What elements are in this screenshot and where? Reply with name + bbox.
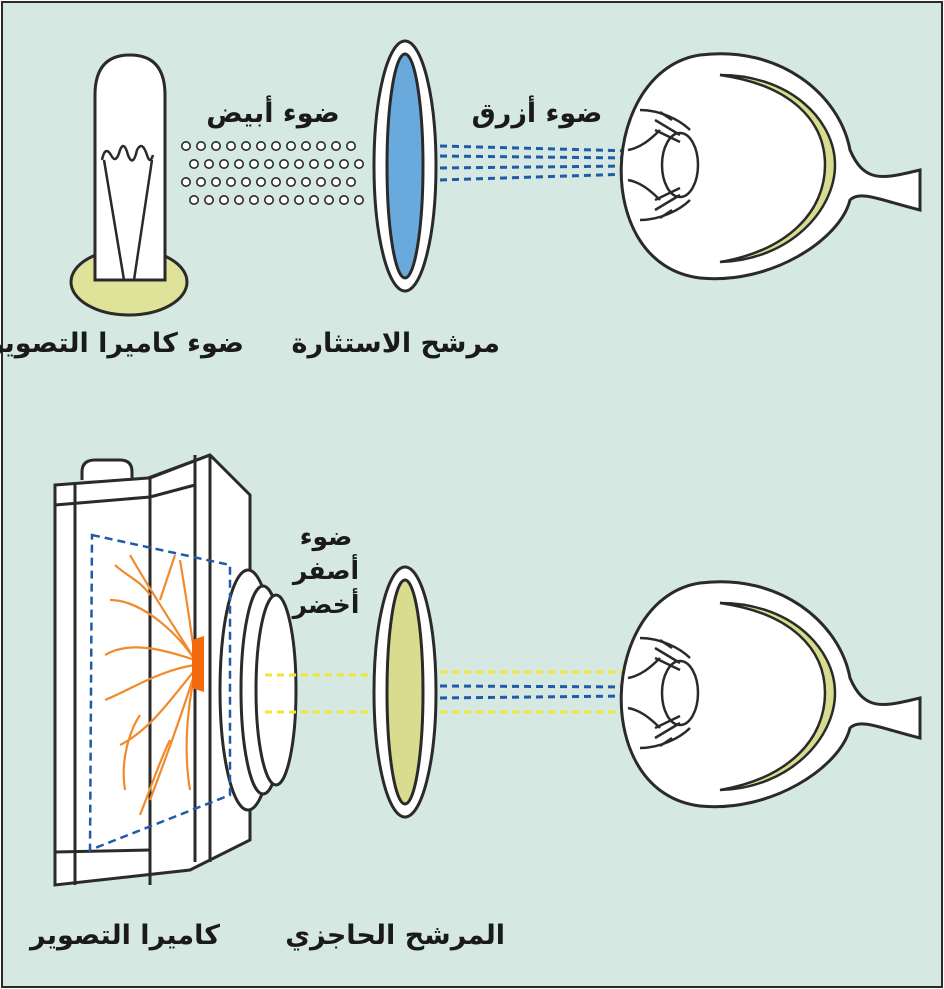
white-light-dot xyxy=(308,159,319,170)
exciter-filter-icon xyxy=(372,39,438,293)
white-light-dot xyxy=(323,159,334,170)
white-light-dot xyxy=(181,177,192,188)
white-light-dot xyxy=(270,177,281,188)
blue-light-label: ضوء أزرق xyxy=(471,98,603,129)
white-light-dot xyxy=(241,141,252,152)
white-light-dot xyxy=(345,177,356,188)
white-light-dot xyxy=(226,141,237,152)
white-light-dot xyxy=(278,159,289,170)
barrier-filter-icon xyxy=(372,565,438,819)
white-light-dot xyxy=(330,141,341,152)
light-bulb-icon xyxy=(69,53,189,317)
white-light-dot xyxy=(204,195,215,206)
white-light-dot xyxy=(300,141,311,152)
white-light-dot xyxy=(249,159,260,170)
eye-icon xyxy=(619,52,922,281)
yellow-green-light-line: أصفر xyxy=(292,556,360,585)
white-light-dot xyxy=(219,159,230,170)
white-light-dot xyxy=(338,195,349,206)
white-light-dot xyxy=(189,195,200,206)
yellow-green-rays-camera xyxy=(265,673,370,714)
white-light-dot xyxy=(285,141,296,152)
white-light-dot xyxy=(345,141,356,152)
white-light-label: ضوء أبيض xyxy=(206,98,340,129)
eye-icon xyxy=(619,580,922,809)
yellow-green-light-label: ضوء أصفر أخضر xyxy=(286,520,366,622)
white-light-dot xyxy=(315,141,326,152)
white-light-dot xyxy=(293,159,304,170)
white-light-dot xyxy=(189,159,200,170)
white-light-dot xyxy=(263,159,274,170)
white-light-dot xyxy=(234,195,245,206)
white-light-dot xyxy=(219,195,230,206)
white-light-dot xyxy=(255,177,266,188)
yellow-green-light-line: أخضر xyxy=(292,590,360,619)
white-light-dot xyxy=(353,195,364,206)
white-light-dot xyxy=(249,195,260,206)
white-light-dot xyxy=(353,159,364,170)
white-light-dot xyxy=(211,141,222,152)
white-light-dot xyxy=(226,177,237,188)
white-light-dot xyxy=(241,177,252,188)
camera-label: كاميرا التصوير xyxy=(30,920,220,951)
exciter-filter-label: مرشح الاستثارة xyxy=(291,328,501,359)
white-light-dot xyxy=(181,141,192,152)
white-light-dots xyxy=(181,141,364,206)
optic-disc xyxy=(192,636,204,692)
white-light-dot xyxy=(285,177,296,188)
white-light-dot xyxy=(300,177,311,188)
white-light-dot xyxy=(196,141,207,152)
white-light-dot xyxy=(315,177,326,188)
white-light-dot xyxy=(263,195,274,206)
white-light-dot xyxy=(211,177,222,188)
fundus-camera-icon xyxy=(53,453,298,887)
white-light-dot xyxy=(196,177,207,188)
white-light-dot xyxy=(255,141,266,152)
white-light-dot xyxy=(323,195,334,206)
white-light-dot xyxy=(338,159,349,170)
yellow-green-light-line: ضوء xyxy=(299,522,353,551)
white-light-dot xyxy=(278,195,289,206)
white-light-dot xyxy=(204,159,215,170)
white-light-dot xyxy=(330,177,341,188)
white-light-dot xyxy=(308,195,319,206)
barrier-filter-label: المرشح الحاجزي xyxy=(285,920,505,951)
white-light-dot xyxy=(270,141,281,152)
white-light-dot xyxy=(293,195,304,206)
white-light-dot xyxy=(234,159,245,170)
flash-light-label: ضوء كاميرا التصوير xyxy=(0,328,244,359)
retinal-vessels xyxy=(104,554,197,816)
